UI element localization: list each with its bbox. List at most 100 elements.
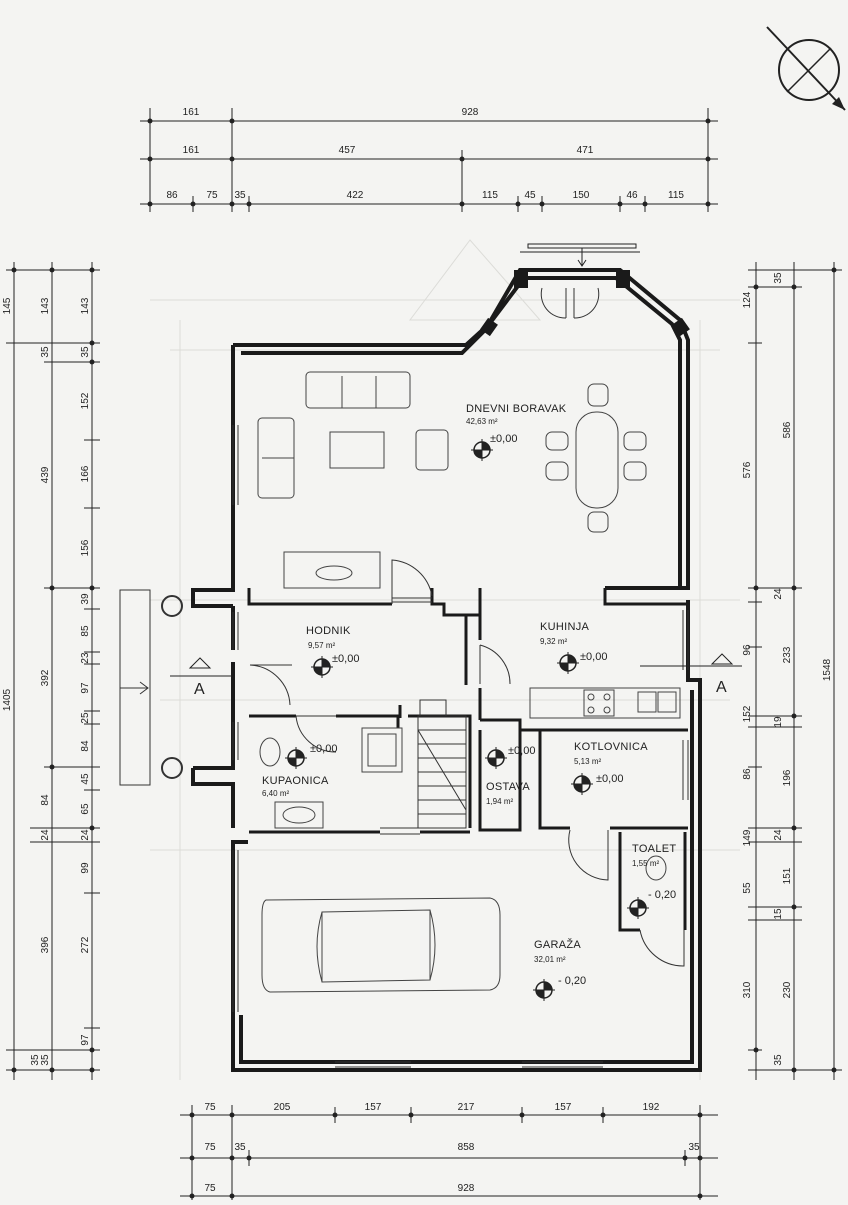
svg-text:±0,00: ±0,00 [580, 651, 607, 663]
car-icon [261, 897, 501, 993]
svg-text:KUHINJA: KUHINJA [540, 621, 590, 633]
dim-label: 84 [40, 794, 51, 806]
dim-label: 161 [183, 145, 200, 156]
room-label-dnevni-boravak: DNEVNI BORAVAK 42,63 m² ±0,00 [466, 403, 566, 445]
bottom-dimension-labels: 75 205 157 217 157 192 75 35 858 35 75 9… [204, 1102, 700, 1194]
svg-text:HODNIK: HODNIK [306, 625, 351, 637]
dim-label: 205 [274, 1102, 291, 1113]
dim-label: 196 [782, 769, 793, 786]
svg-text:±0,00: ±0,00 [596, 773, 623, 785]
dim-label: 19 [773, 716, 784, 728]
dim-label: 152 [80, 392, 91, 409]
dim-label: 45 [80, 773, 91, 785]
bay-window [480, 243, 690, 337]
svg-text:GARAŽA: GARAŽA [534, 938, 581, 951]
dim-label: 143 [80, 297, 91, 314]
section-marker-right: A [640, 653, 742, 696]
dim-label: 46 [626, 190, 638, 201]
svg-text:±0,00: ±0,00 [310, 743, 337, 755]
dim-label: 24 [773, 829, 784, 841]
dim-label: 310 [742, 981, 753, 998]
dim-label: 157 [555, 1102, 572, 1113]
dim-label: 157 [365, 1102, 382, 1113]
dim-label: 35 [80, 346, 91, 358]
svg-text:9,32 m²: 9,32 m² [540, 637, 567, 646]
dim-label: 55 [742, 882, 753, 894]
dim-label: 97 [80, 682, 91, 694]
sofa-icon [257, 371, 411, 499]
dim-label: 35 [688, 1142, 700, 1153]
bottom-tick-marks [189, 1112, 703, 1199]
svg-text:5,13 m²: 5,13 m² [574, 757, 601, 766]
svg-text:±0,00: ±0,00 [332, 653, 359, 665]
room-label-ostava: OSTAVA 1,94 m² ±0,00 [486, 745, 535, 806]
dim-label: 392 [40, 669, 51, 686]
svg-text:KOTLOVNICA: KOTLOVNICA [574, 741, 648, 753]
dim-label: 45 [524, 190, 536, 201]
dim-label: 156 [80, 539, 91, 556]
dim-label: 1405 [2, 688, 13, 711]
level-marker-icon [285, 747, 307, 769]
svg-text:±0,00: ±0,00 [490, 433, 517, 445]
right-dimension-labels: 35 124 576 586 24 96 233 152 19 86 196 1… [742, 272, 833, 1066]
dim-label: 272 [80, 936, 91, 953]
svg-text:A: A [194, 681, 205, 698]
dim-label: 23 [80, 652, 91, 664]
section-marker-left: A [170, 657, 232, 698]
dim-label: 396 [40, 936, 51, 953]
tv-unit-icon [283, 551, 381, 589]
svg-text:9,57 m²: 9,57 m² [308, 641, 335, 650]
svg-text:1,55 m²: 1,55 m² [632, 859, 659, 868]
svg-text:A: A [716, 679, 727, 696]
interior-walls [247, 588, 688, 932]
dim-label: 25 [80, 712, 91, 724]
dim-label: 75 [206, 190, 218, 201]
dim-label: 15 [773, 908, 784, 920]
dim-label: 35 [30, 1054, 41, 1066]
entrance-terrace [119, 589, 183, 786]
dim-label: 145 [2, 297, 13, 314]
dim-label: 151 [782, 867, 793, 884]
doors [249, 287, 685, 967]
dim-label: 86 [742, 768, 753, 780]
dim-label: 75 [204, 1183, 216, 1194]
dim-label: 858 [458, 1142, 475, 1153]
dim-label: 86 [166, 190, 178, 201]
svg-text:TOALET: TOALET [632, 843, 676, 855]
svg-text:±0,00: ±0,00 [508, 745, 535, 757]
svg-text:- 0,20: - 0,20 [648, 889, 676, 901]
room-label-toalet: TOALET 1,55 m² - 0,20 [632, 843, 676, 901]
right-dimension-chains [748, 262, 842, 1080]
svg-text:42,63 m²: 42,63 m² [466, 417, 498, 426]
dim-label: 84 [80, 740, 91, 752]
dim-label: 457 [339, 145, 356, 156]
svg-text:32,01 m²: 32,01 m² [534, 955, 566, 964]
level-marker-icon [627, 897, 649, 919]
dim-label: 192 [643, 1102, 660, 1113]
bottom-dimension-chains [180, 1105, 718, 1200]
dim-label: 97 [80, 1034, 91, 1046]
stairs [417, 699, 467, 829]
level-marker-icon [311, 656, 333, 678]
dim-label: 124 [742, 291, 753, 308]
top-dimension-chains [140, 108, 718, 212]
dim-label: 35 [773, 1054, 784, 1066]
dim-label: 39 [80, 593, 91, 605]
dim-label: 233 [782, 646, 793, 663]
level-marker-icon [557, 652, 579, 674]
svg-text:OSTAVA: OSTAVA [486, 781, 530, 793]
svg-text:1,94 m²: 1,94 m² [486, 797, 513, 806]
dim-label: 115 [668, 190, 684, 201]
dining-table-icon [545, 383, 647, 533]
level-marker-icon [471, 439, 493, 461]
dim-label: 1548 [822, 658, 833, 681]
room-label-kupaonica: KUPAONICA 6,40 m² ±0,00 [262, 743, 337, 798]
dim-label: 35 [234, 1142, 246, 1153]
dim-label: 35 [40, 346, 51, 358]
dim-label: 24 [80, 829, 91, 841]
dim-label: 422 [347, 190, 364, 201]
dim-label: 166 [80, 465, 91, 482]
dim-label: 217 [458, 1102, 475, 1113]
